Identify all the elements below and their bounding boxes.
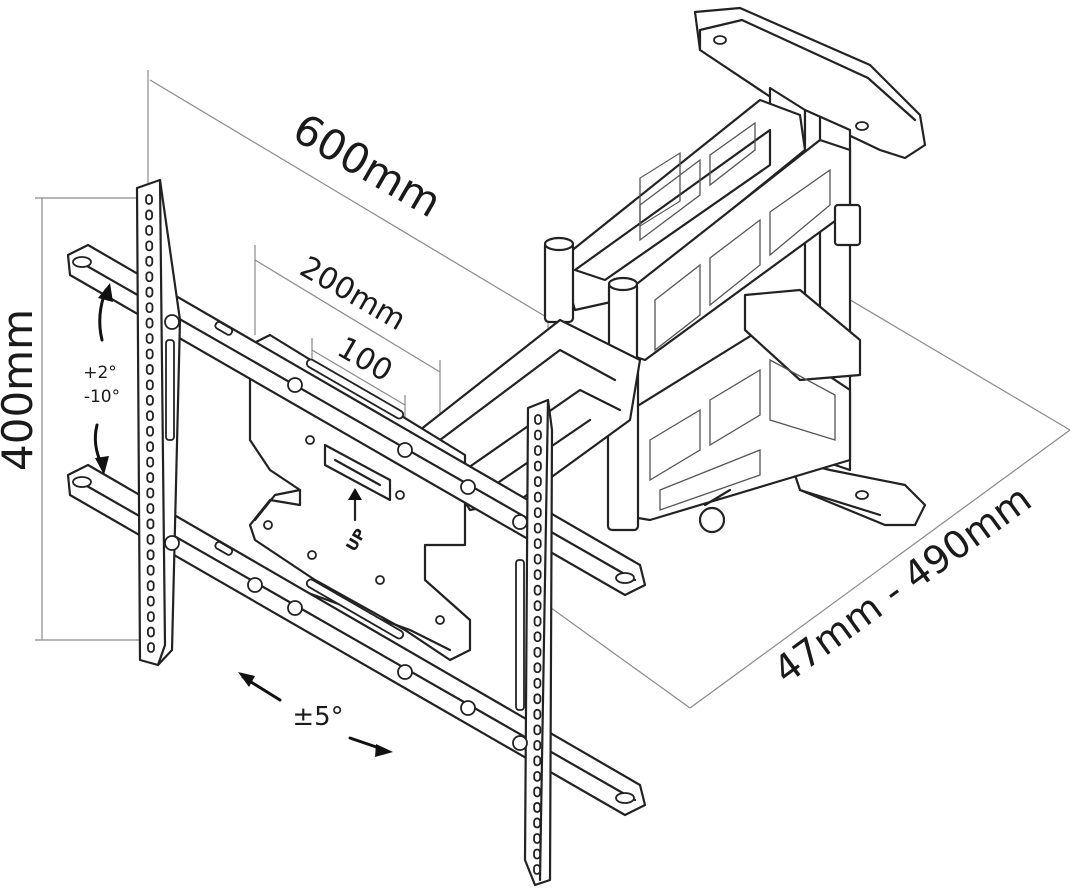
vertical-bracket-left [135, 178, 182, 667]
bracket-slot [145, 255, 154, 267]
bracket-slot [533, 817, 542, 829]
bracket-slot [533, 569, 542, 581]
bracket-slot [145, 224, 154, 236]
tension-knob-icon [698, 506, 726, 534]
bracket-slot [533, 584, 542, 596]
swivel-label: ±5° [292, 702, 343, 732]
bracket-slot [533, 693, 542, 705]
bracket-slot [533, 833, 541, 844]
bracket-slot [146, 410, 154, 422]
bracket-slot [533, 864, 541, 875]
bracket-slot [147, 642, 155, 653]
bracket-slot [146, 580, 155, 592]
bracket-slot [533, 522, 542, 534]
bracket-slot [145, 317, 154, 329]
bracket-slot [533, 491, 542, 503]
bracket-slot [146, 533, 155, 545]
bracket-slot [533, 631, 542, 643]
bracket-slot [534, 429, 542, 441]
bracket-slot [533, 724, 542, 736]
bracket-slot [533, 802, 542, 813]
bracket-slot [145, 348, 154, 360]
dimension-label-600mm: 600mm [285, 104, 450, 227]
bracket-slot [146, 456, 155, 468]
bracket-slot [145, 286, 154, 298]
tilt-up-label: +2° [83, 363, 117, 383]
vertical-bracket-right [512, 398, 554, 887]
bracket-slot [146, 564, 155, 576]
dim-line-200 [254, 259, 441, 373]
bracket-slot [145, 333, 154, 344]
bracket-slot [146, 487, 155, 499]
swivel-arrows [238, 672, 393, 757]
bracket-slot [146, 503, 155, 514]
bracket-slot [145, 240, 154, 252]
upper-arm [543, 98, 862, 364]
bracket-slot [533, 538, 542, 550]
bracket-slot [145, 271, 154, 283]
bracket-slot [533, 600, 542, 612]
bracket-slot [146, 549, 155, 561]
bracket-slot [146, 472, 155, 483]
bracket-slot [533, 662, 542, 674]
dim-line-depth [689, 429, 1071, 709]
dimension-label-400mm: 400mm [0, 309, 42, 471]
dim-line-600 [149, 79, 549, 319]
bracket-slot [534, 445, 542, 456]
bracket-slot [146, 441, 155, 453]
tilt-arrows [93, 283, 113, 475]
dim-line-100 [311, 349, 406, 406]
dimension-lines [35, 70, 1071, 709]
bracket-slot [146, 611, 155, 623]
bracket-slot [145, 302, 154, 314]
bracket-slot [146, 518, 155, 530]
bracket-slot [533, 677, 542, 689]
bracket-slot [145, 364, 154, 375]
bracket-slot [147, 626, 155, 638]
bracket-slot [533, 476, 542, 487]
bracket-slot [145, 394, 154, 406]
bracket-slot [146, 425, 154, 437]
bracket-slot [145, 194, 153, 205]
bracket-slot [533, 507, 542, 519]
bracket-slot [145, 379, 154, 391]
bracket-slot [533, 770, 542, 782]
bracket-slot [533, 786, 542, 798]
bracket-slot [534, 414, 542, 425]
bracket-slot [533, 848, 541, 860]
bracket-slot [533, 646, 542, 658]
bracket-slot [533, 755, 542, 767]
bracket-slot [146, 595, 155, 607]
bracket-slot [145, 209, 153, 221]
bracket-slot [533, 553, 542, 565]
tilt-down-label: -10° [84, 387, 120, 407]
bracket-slot [533, 460, 542, 472]
bracket-slot [533, 739, 542, 751]
bracket-slot [533, 615, 542, 627]
bracket-slot [533, 708, 542, 720]
